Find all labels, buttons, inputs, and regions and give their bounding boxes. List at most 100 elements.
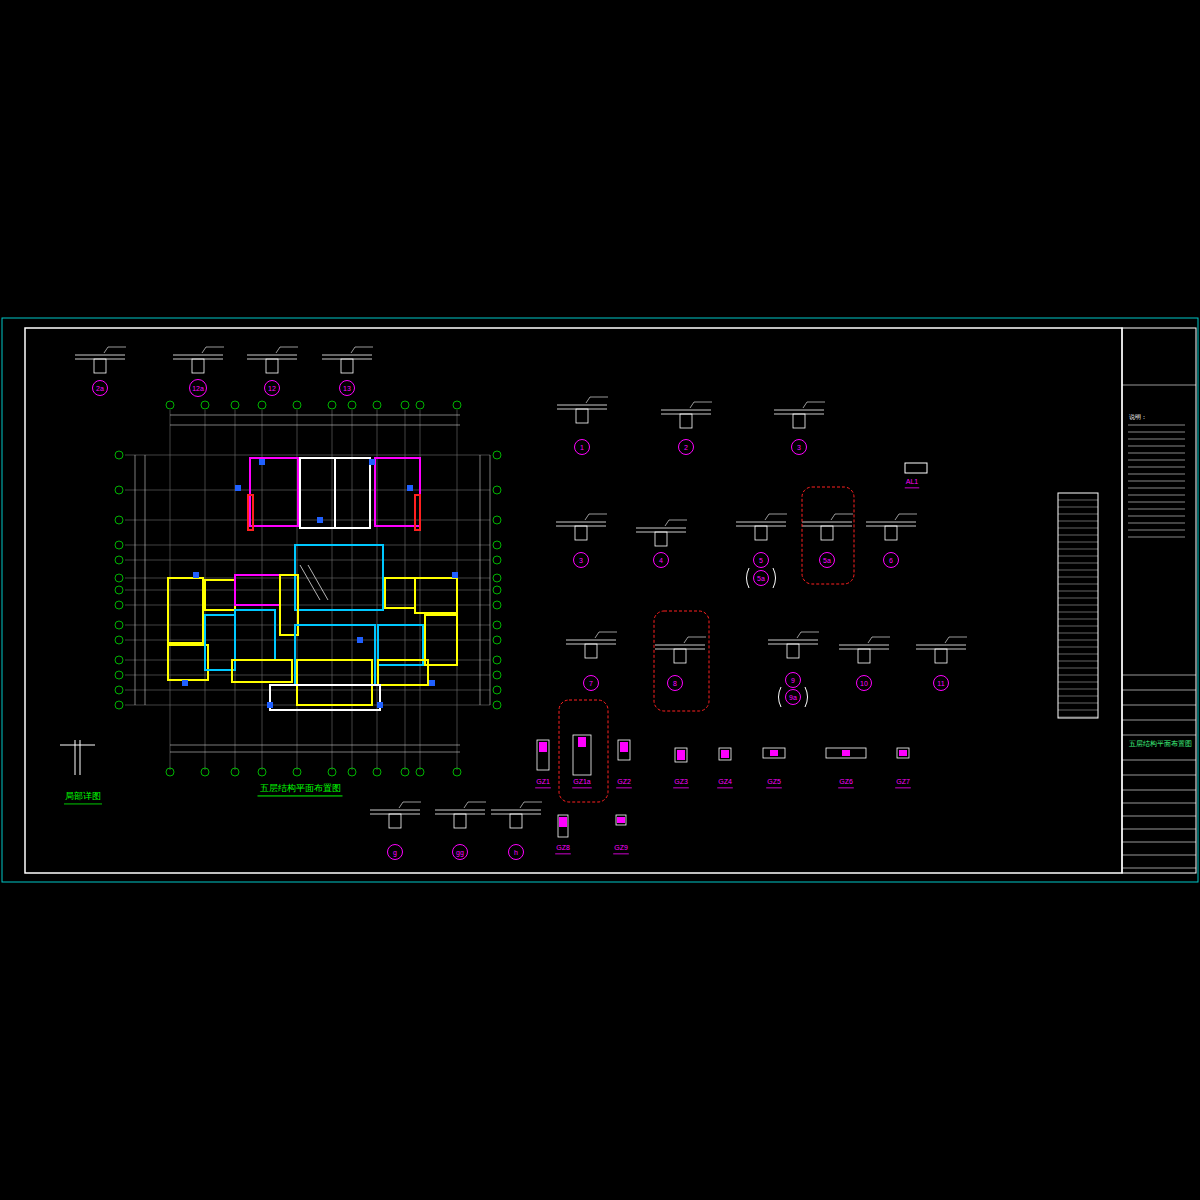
note-line — [1128, 502, 1185, 503]
axis-bubble — [115, 686, 123, 694]
wall-outline — [232, 660, 292, 682]
table-row — [1058, 556, 1098, 557]
label-underline — [905, 487, 919, 488]
inner-frame — [25, 328, 1122, 873]
label-underline — [572, 787, 592, 788]
table-row — [1058, 535, 1098, 536]
table-row — [1058, 619, 1098, 620]
axis-bubble — [115, 451, 123, 459]
column — [429, 680, 435, 686]
axis-bubble — [493, 451, 501, 459]
parenthesis — [779, 687, 808, 707]
section-callout: 4 — [653, 552, 669, 568]
slab-section — [636, 528, 686, 532]
component-tag: GZ1 — [536, 778, 550, 786]
axis-bubble — [493, 621, 501, 629]
axis-bubble — [453, 401, 461, 409]
level-mark — [595, 632, 617, 638]
axis-bubble — [493, 541, 501, 549]
section-callout: 7 — [583, 675, 599, 691]
column — [452, 572, 458, 578]
slab-section — [768, 640, 818, 644]
beam-section — [454, 814, 466, 828]
component-tag: GZ1a — [573, 778, 591, 786]
table-row — [1058, 605, 1098, 606]
table-row — [1058, 717, 1098, 718]
grid-line — [125, 590, 490, 591]
callout-number: 12 — [268, 385, 276, 392]
slab-section — [802, 522, 852, 526]
callout-number: 8 — [673, 680, 677, 687]
table-row — [1058, 514, 1098, 515]
axis-bubble — [115, 671, 123, 679]
axis-bubble — [231, 768, 239, 776]
callout-number: 12a — [192, 385, 204, 392]
label-underline — [555, 853, 571, 854]
axis-bubble — [373, 768, 381, 776]
callout-number: h — [514, 849, 518, 856]
beam-section — [885, 526, 897, 540]
component-tag: GZ9 — [614, 844, 628, 852]
column-section — [537, 740, 549, 770]
grid-line — [125, 560, 490, 561]
section-callout: gg — [452, 844, 468, 860]
callout-number: 4 — [659, 557, 663, 564]
note-line — [1128, 439, 1185, 440]
column-section — [719, 748, 731, 760]
note-line — [1128, 432, 1185, 433]
level-mark — [895, 514, 917, 520]
callout-number: g — [393, 849, 397, 856]
section-details — [75, 347, 967, 837]
stair-lines — [300, 565, 328, 600]
table-row — [1058, 563, 1098, 564]
title-block-row — [1122, 816, 1196, 817]
title-block-row — [1122, 735, 1196, 736]
wall-outline — [375, 458, 420, 526]
title-block-row — [1122, 690, 1196, 691]
note-line — [1128, 495, 1185, 496]
axis-bubble — [115, 541, 123, 549]
note-line — [1128, 467, 1185, 468]
level-mark — [586, 397, 608, 403]
component-tag: GZ2 — [617, 778, 631, 786]
title-block-row — [1122, 803, 1196, 804]
section-callout: 12 — [264, 380, 280, 396]
dimension-line — [480, 455, 481, 705]
note-line — [1128, 446, 1185, 447]
section-callout: 5 — [753, 552, 769, 568]
level-mark — [765, 514, 787, 520]
column-section — [897, 748, 909, 758]
section-callout: 3 — [573, 552, 589, 568]
label-underline — [616, 787, 632, 788]
callout-number: 2 — [684, 444, 688, 451]
title-block-row — [1122, 842, 1196, 843]
grid-line — [125, 605, 490, 606]
title-block-row — [1122, 720, 1196, 721]
dimension-line — [170, 752, 460, 753]
note-line — [1128, 516, 1185, 517]
table-row — [1058, 584, 1098, 585]
revision-cloud — [654, 611, 709, 711]
table-row — [1058, 689, 1098, 690]
axis-bubble — [416, 401, 424, 409]
column — [317, 517, 323, 523]
section-callout: 5a — [753, 570, 769, 586]
axis-bubble — [115, 556, 123, 564]
note-line — [1128, 460, 1185, 461]
axis-bubble — [115, 486, 123, 494]
column — [369, 459, 375, 465]
callout-number: 11 — [937, 680, 944, 687]
level-mark — [665, 520, 687, 526]
axis-bubble — [373, 401, 381, 409]
table-row — [1058, 570, 1098, 571]
callout-number: 13 — [343, 385, 351, 392]
component-tag: GZ5 — [767, 778, 781, 786]
section-callout: 3 — [791, 439, 807, 455]
dimension-line — [170, 415, 460, 416]
table-row — [1058, 640, 1098, 641]
axis-bubble — [348, 401, 356, 409]
beam-section — [793, 414, 805, 428]
dimension-line — [170, 425, 460, 426]
component-tag: GZ3 — [674, 778, 688, 786]
wall-outline — [385, 578, 415, 608]
